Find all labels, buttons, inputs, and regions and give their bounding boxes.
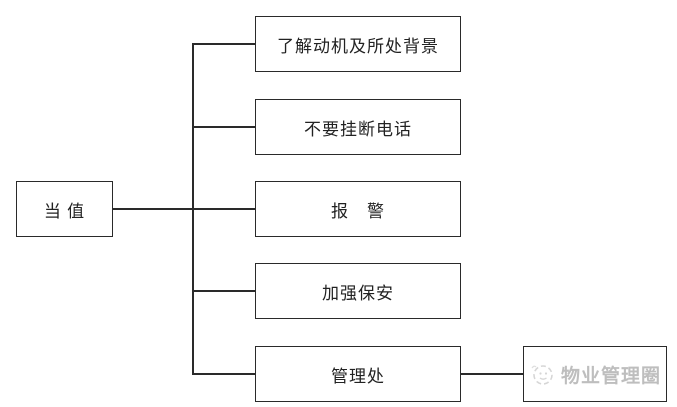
flow-box-call-police: 报 警 — [255, 181, 461, 237]
connector-branch-2 — [192, 126, 255, 128]
connector-branch-3 — [192, 208, 255, 210]
flow-box-root-label: 当 值 — [43, 201, 86, 221]
flow-box-label: 管理处 — [331, 366, 385, 386]
flow-box-understand-motive: 了解动机及所处背景 — [255, 16, 461, 72]
flow-box-label: 报 警 — [331, 201, 385, 221]
flow-box-strengthen-security: 加强保安 — [255, 263, 461, 319]
connector-root-to-trunk — [113, 208, 193, 210]
watermark: 物业管理圈 — [529, 361, 661, 388]
flow-box-result-watermarked: 物业管理圈 — [523, 346, 667, 402]
flow-box-label: 加强保安 — [322, 283, 394, 303]
watermark-cartoon-logo-icon — [531, 365, 553, 385]
connector-branch-5 — [192, 373, 255, 375]
flow-box-label: 了解动机及所处背景 — [277, 36, 439, 56]
connector-branch-4 — [192, 290, 255, 292]
flow-box-management-office: 管理处 — [255, 346, 461, 402]
connector-branch-1 — [192, 43, 255, 45]
connector-branch5-to-result — [461, 373, 523, 375]
watermark-text: 物业管理圈 — [560, 365, 661, 387]
flow-box-dont-hang-up: 不要挂断电话 — [255, 99, 461, 155]
flow-box-label: 不要挂断电话 — [304, 119, 412, 139]
flow-box-root: 当 值 — [16, 181, 113, 237]
